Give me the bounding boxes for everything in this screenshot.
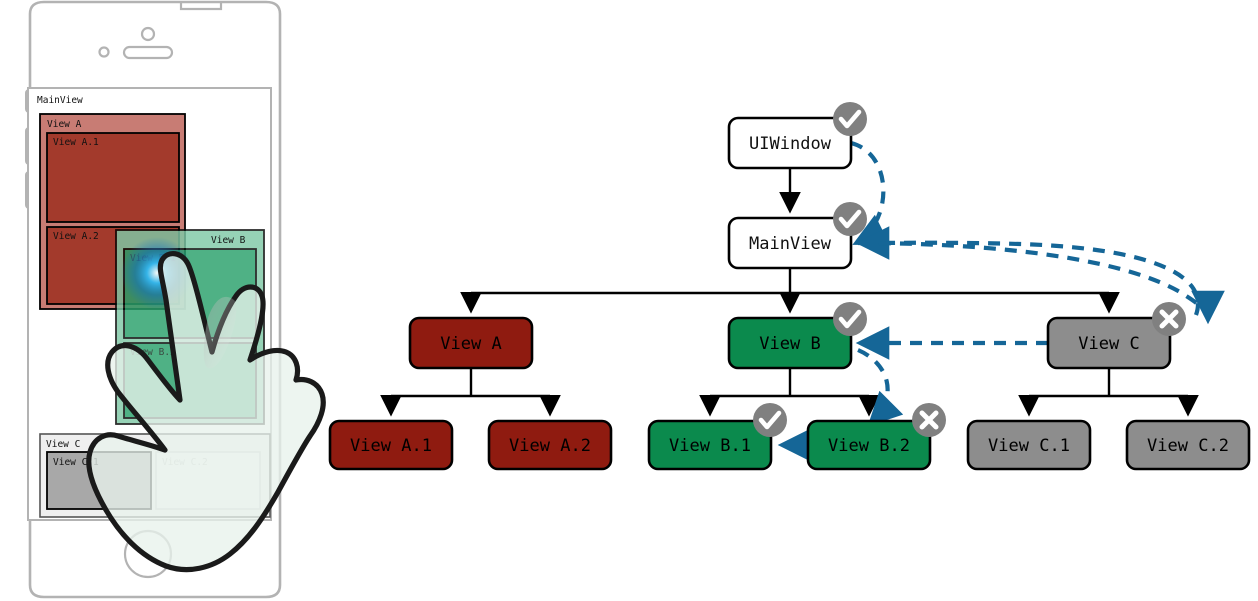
node-view-a-1-label: View A.1 (350, 436, 432, 456)
cross-badge-view-b-2 (912, 403, 946, 437)
node-view-b-1-label: View B.1 (669, 436, 751, 456)
tree-badges (753, 102, 1186, 437)
node-mainview[interactable]: MainView (727, 216, 853, 270)
node-view-b-box[interactable] (727, 316, 853, 370)
node-view-c-1-box[interactable] (966, 419, 1092, 471)
hand-shading-icon (203, 296, 237, 369)
phone-top-notch (179, 2, 223, 11)
node-uiwindow-label: UIWindow (749, 134, 832, 154)
node-view-b[interactable]: View B (727, 316, 853, 370)
node-view-c[interactable]: View C (1046, 316, 1172, 370)
node-view-a-2-box[interactable] (487, 419, 613, 471)
phone-label-view-a-1: View A.1 (53, 137, 99, 148)
node-view-a-2-label: View A.2 (509, 436, 591, 456)
node-mainview-label: MainView (749, 234, 832, 254)
node-view-a[interactable]: View A (408, 316, 534, 370)
node-view-b-2-box[interactable] (806, 419, 932, 471)
tree-edges-solid (380, 168, 1199, 417)
tree-nodes: UIWindow MainView View A View B View C V… (328, 116, 1251, 471)
node-view-a-label: View A (440, 334, 501, 354)
check-badge-mainview (833, 202, 867, 236)
node-view-c-box[interactable] (1046, 316, 1172, 370)
node-uiwindow-box[interactable] (727, 116, 853, 170)
dashed-mainview-to-view-c-path (857, 240, 1210, 317)
phone-speaker (122, 45, 174, 60)
phone-label-view-b-2: View B.2 (130, 347, 176, 358)
phone-label-mainview: MainView (37, 95, 83, 106)
node-mainview-box[interactable] (727, 216, 853, 270)
check-badge-uiwindow (833, 102, 867, 136)
check-badge-view-b-1 (753, 403, 787, 437)
cross-badge-view-c (1152, 302, 1186, 336)
node-view-c-2[interactable]: View C.2 (1125, 419, 1251, 471)
phone-label-view-a-2: View A.2 (53, 231, 99, 242)
node-view-a-2[interactable]: View A.2 (487, 419, 613, 471)
phone-label-view-c: View C (46, 439, 80, 450)
node-view-a-box[interactable] (408, 316, 534, 370)
hand-overlay (86, 251, 326, 573)
phone-label-view-a: View A (47, 119, 82, 130)
tree-edges-dashed (777, 140, 1225, 462)
node-uiwindow[interactable]: UIWindow (727, 116, 853, 170)
node-view-c-2-label: View C.2 (1147, 436, 1229, 456)
phone-label-view-b: View B (211, 235, 246, 246)
phone-label-view-c-1: View C.1 (53, 457, 99, 468)
node-view-a-1-box[interactable] (328, 419, 454, 471)
node-view-c-2-box[interactable] (1125, 419, 1251, 471)
node-view-a-1[interactable]: View A.1 (328, 419, 454, 471)
hand-shape-icon (86, 251, 326, 573)
phone-view-a-1[interactable] (46, 132, 180, 223)
node-view-b-1-box[interactable] (647, 419, 773, 471)
node-view-b-label: View B (759, 334, 820, 354)
dashed-view-b-to-view-b-2 (857, 348, 904, 427)
node-view-c-1[interactable]: View C.1 (966, 419, 1092, 471)
node-view-c-label: View C (1078, 334, 1139, 354)
node-view-b-2-label: View B.2 (828, 436, 910, 456)
check-badge-view-b (833, 302, 867, 336)
node-view-b-1[interactable]: View B.1 (647, 419, 773, 471)
node-view-b-2[interactable]: View B.2 (806, 419, 932, 471)
node-view-c-1-label: View C.1 (988, 436, 1070, 456)
phone-camera (140, 26, 156, 42)
phone-sensor (98, 46, 110, 58)
